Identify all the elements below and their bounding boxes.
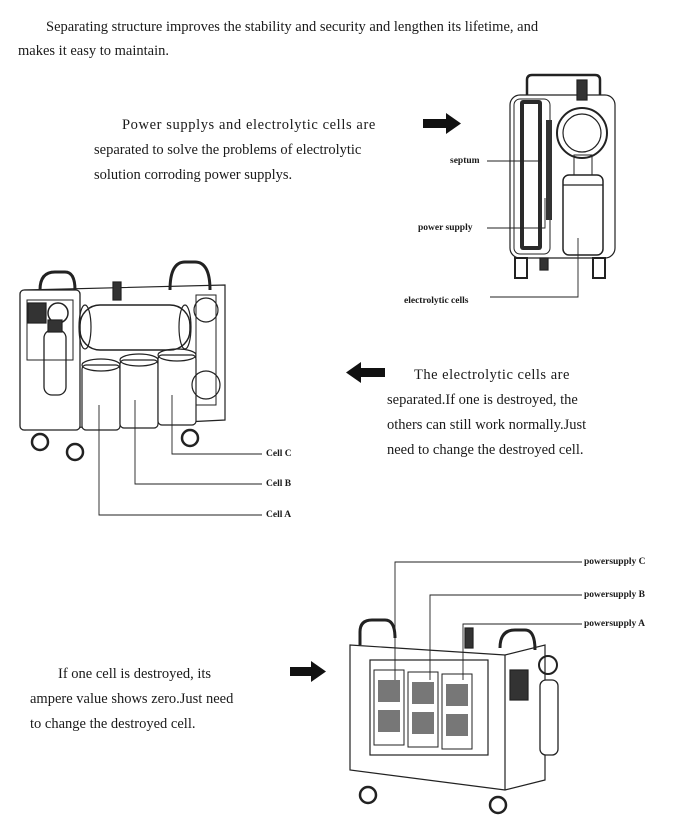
label-powersupply-b: powersupply B (584, 590, 645, 600)
section3-line-1: If one cell is destroyed, its (58, 666, 212, 682)
section2-line-4: need to change the destroyed cell. (387, 442, 584, 458)
label-powersupply-a: powersupply A (584, 619, 645, 629)
machine-powersupply-view (349, 618, 559, 815)
intro-line-1: Separating structure improves the stabil… (46, 19, 539, 35)
section2-line-2: separated.If one is destroyed, the (387, 392, 578, 408)
section1-line-2: separated to solve the problems of elect… (94, 142, 362, 158)
label-powersupply-c: powersupply C (584, 557, 646, 567)
section1-line-3: solution corroding power supplys. (94, 167, 293, 183)
machine-side-view (509, 73, 616, 279)
section3-line-3: to change the destroyed cell. (30, 716, 196, 732)
label-electrolytic-cells: electrolytic cells (404, 296, 469, 306)
label-power-supply: power supply (418, 223, 473, 233)
section3-line-2: ampere value shows zero.Just need (30, 691, 234, 707)
machine-cells-view (19, 260, 226, 462)
label-cell-c: Cell C (266, 449, 292, 459)
label-septum: septum (450, 156, 480, 166)
leader-lines-1 (487, 123, 579, 298)
section1-line-1: Power supplys and electrolytic cells are (122, 117, 376, 133)
arrow-right-icon (290, 661, 326, 682)
section2-line-3: others can still work normally.Just (387, 417, 587, 433)
intro-line-2: makes it easy to maintain. (18, 43, 170, 59)
label-cell-a: Cell A (266, 510, 292, 520)
leader-lines-2 (98, 395, 262, 516)
label-cell-b: Cell B (266, 479, 292, 489)
arrow-left-icon (346, 362, 385, 383)
arrow-right-icon (423, 113, 461, 134)
leader-lines-3 (394, 561, 582, 680)
section2-line-1: The electrolytic cells are (414, 367, 570, 383)
